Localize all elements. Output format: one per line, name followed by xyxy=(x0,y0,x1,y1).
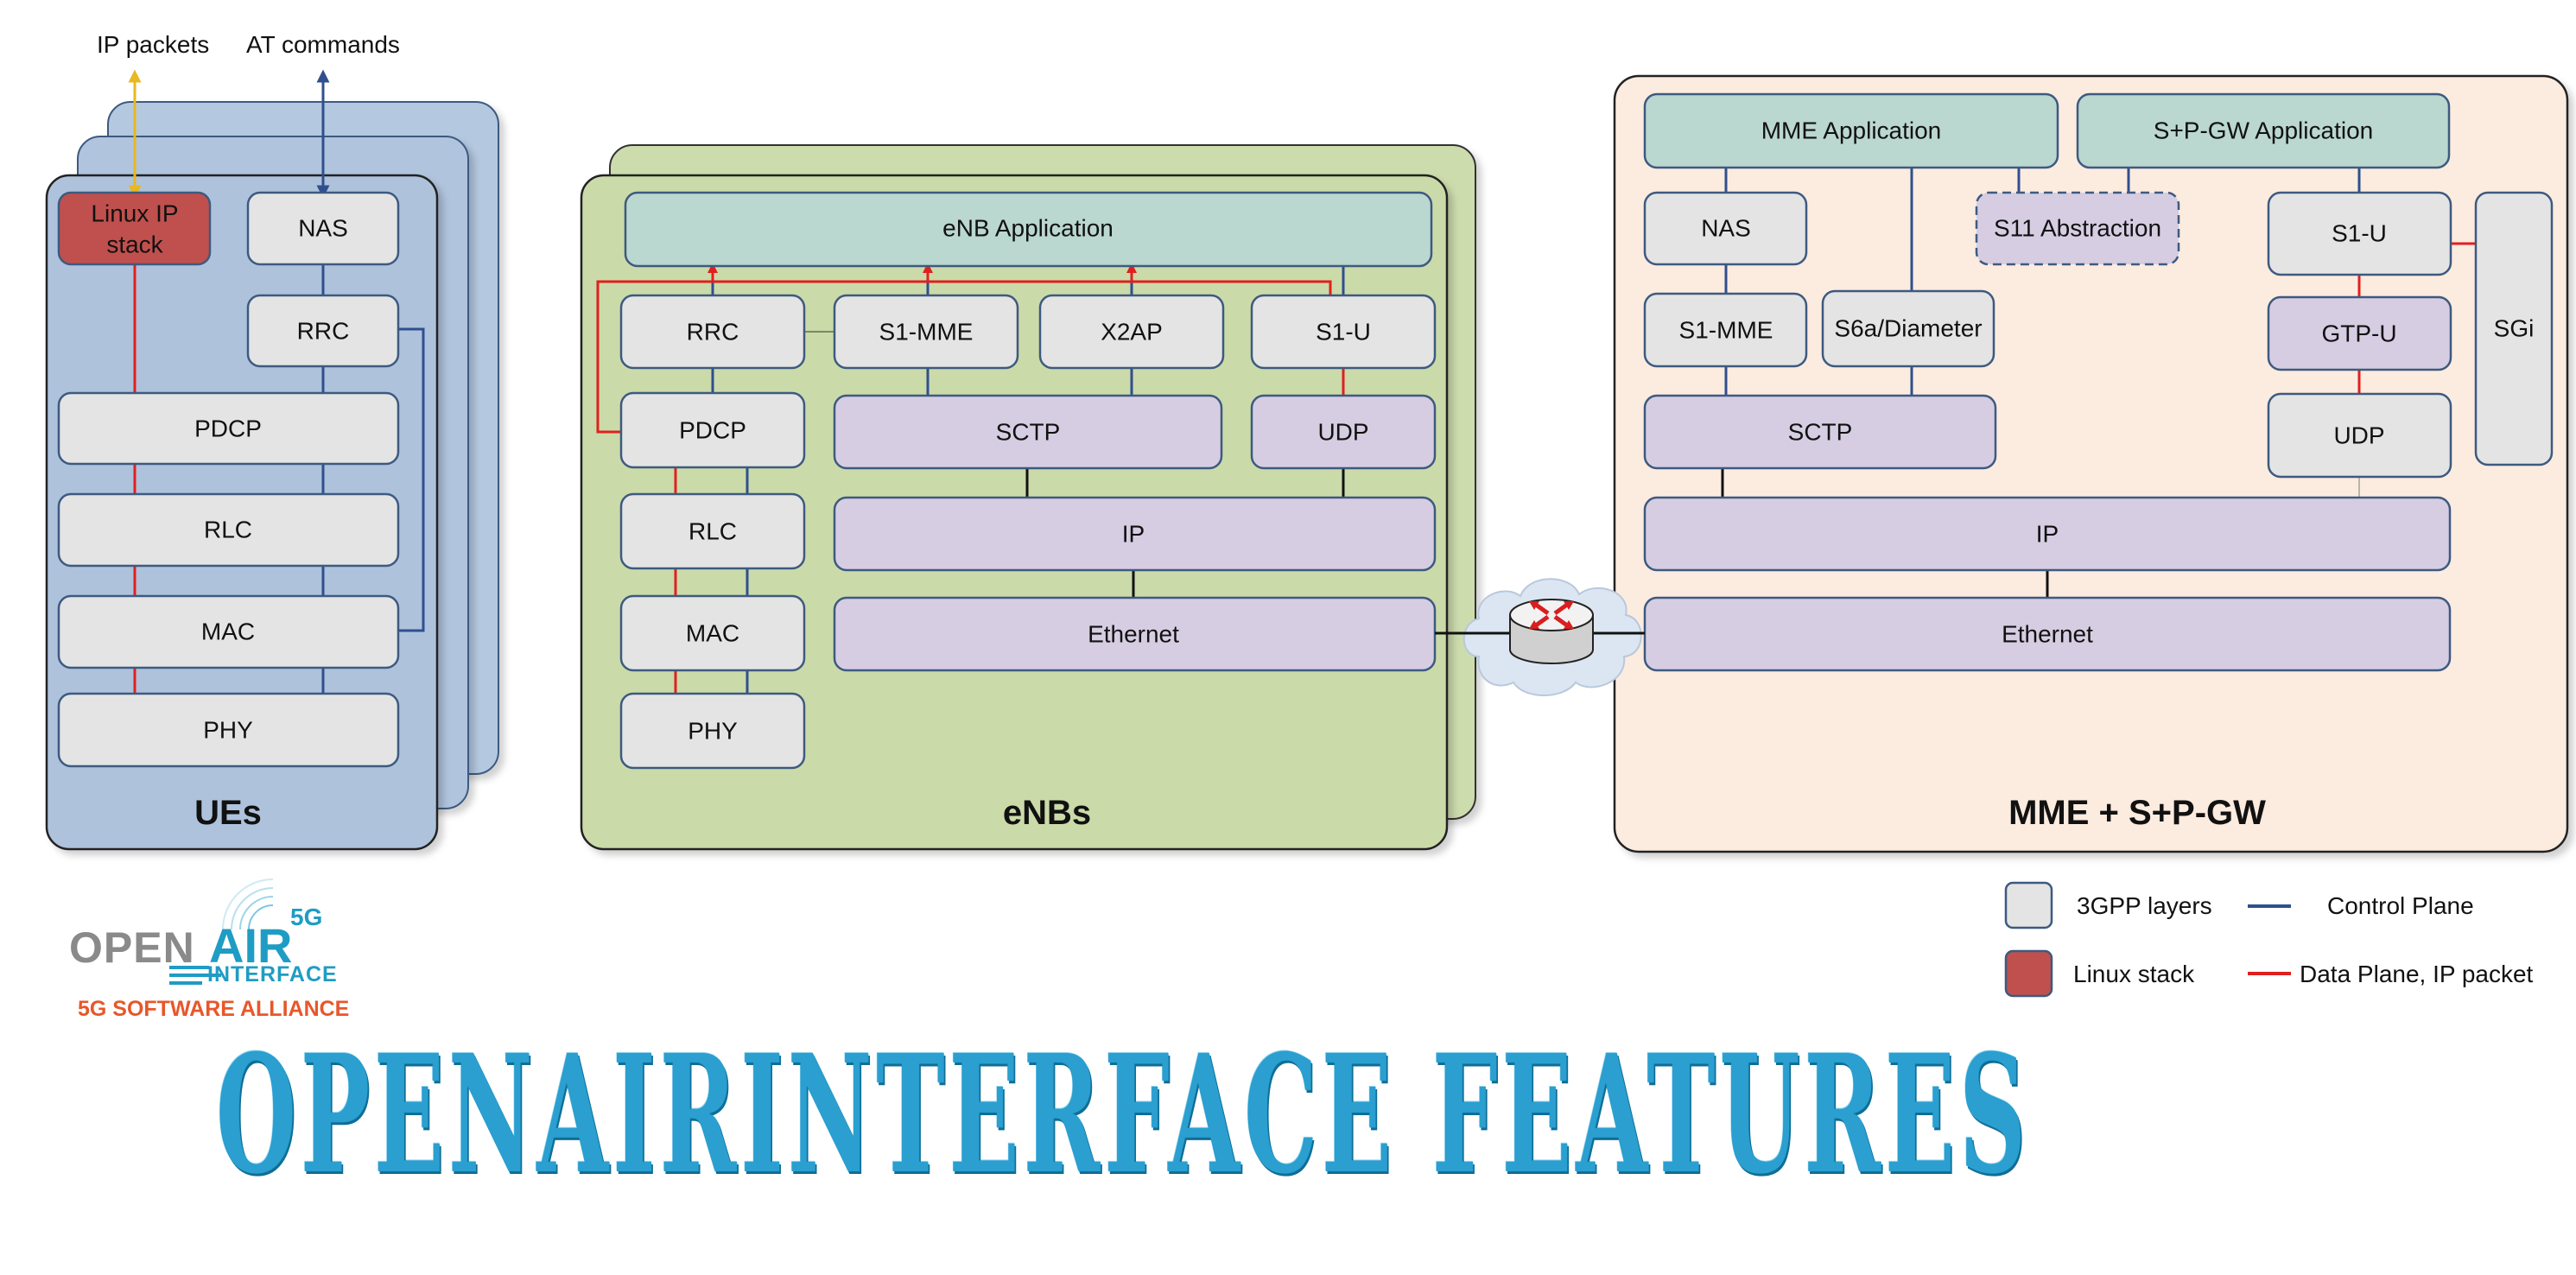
svg-text:Ethernet: Ethernet xyxy=(1088,621,1179,648)
svg-text:S1-U: S1-U xyxy=(2332,220,2387,247)
enb-s1u-layer: S1-U xyxy=(1250,294,1437,370)
svg-text:NAS: NAS xyxy=(1701,215,1751,242)
svg-text:MAC: MAC xyxy=(201,618,255,645)
svg-text:S1-MME: S1-MME xyxy=(1679,317,1773,344)
svg-text:PHY: PHY xyxy=(203,717,253,744)
svg-text:S+P-GW Application: S+P-GW Application xyxy=(2154,117,2373,144)
legend-linux-label: Linux stack xyxy=(2073,961,2195,987)
svg-text:RLC: RLC xyxy=(204,517,252,543)
legend-3gpp-label: 3GPP layers xyxy=(2077,892,2212,919)
svg-text:X2AP: X2AP xyxy=(1101,319,1163,346)
enb-mac-layer: MAC xyxy=(619,594,806,672)
enb-title: eNBs xyxy=(1003,794,1091,832)
svg-text:S1-U: S1-U xyxy=(1316,319,1371,346)
svg-text:RRC: RRC xyxy=(297,318,350,345)
enb-application: eNB Application xyxy=(624,191,1433,268)
svg-text:SGi: SGi xyxy=(2494,315,2535,342)
ue-rlc-layer: RLC xyxy=(57,492,400,568)
features-banner: OPENAIRINTERFACE FEATURES xyxy=(216,1019,2030,1210)
svg-text:RLC: RLC xyxy=(688,518,737,545)
ue-pdcp-layer: PDCP xyxy=(57,391,400,466)
ue-nas-layer: NAS xyxy=(246,191,400,266)
router-icon xyxy=(1509,599,1594,664)
ue-linux-ip-stack: Linux IP stack xyxy=(57,191,212,266)
at-commands-label: AT commands xyxy=(246,31,400,58)
core-title: MME + S+P-GW xyxy=(2008,794,2266,832)
svg-text:IP: IP xyxy=(1122,521,1145,548)
openairinterface-logo: OPEN AIR 5G INTERFACE 5G SOFTWARE ALLIAN… xyxy=(67,872,349,1028)
core-udp-layer: UDP xyxy=(2267,392,2452,479)
wave-icon xyxy=(222,879,274,930)
svg-text:PDCP: PDCP xyxy=(679,417,746,444)
core-ip-layer: IP xyxy=(1643,496,2452,572)
enb-udp-layer: UDP xyxy=(1250,394,1437,470)
ue-title: UEs xyxy=(194,794,262,832)
svg-text:IP: IP xyxy=(2036,521,2059,548)
core-sctp-layer: SCTP xyxy=(1643,394,1997,470)
ue-connections xyxy=(133,263,425,694)
enb-s1mme-layer: S1-MME xyxy=(833,294,1019,370)
svg-text:PHY: PHY xyxy=(688,718,738,745)
svg-text:SCTP: SCTP xyxy=(996,419,1061,446)
logo-5g-text: 5G xyxy=(290,904,323,930)
svg-text:S1-MME: S1-MME xyxy=(879,319,974,346)
svg-text:Ethernet: Ethernet xyxy=(2002,621,2093,648)
enb-rrc-layer: RRC xyxy=(619,294,806,370)
s6a-diameter-layer: S6a/Diameter xyxy=(1821,289,1995,368)
core-ethernet-layer: Ethernet xyxy=(1643,596,2452,672)
svg-text:MME Application: MME Application xyxy=(1761,117,1942,144)
legend-control-plane-label: Control Plane xyxy=(2327,892,2474,919)
ip-packets-label: IP packets xyxy=(97,31,209,58)
mme-application: MME Application xyxy=(1643,92,2059,169)
logo-alliance-text: 5G SOFTWARE ALLIANCE xyxy=(78,997,350,1021)
svg-text:MAC: MAC xyxy=(686,620,739,647)
svg-text:SCTP: SCTP xyxy=(1788,419,1853,446)
enb-x2ap-layer: X2AP xyxy=(1038,294,1225,370)
gtpu-layer: GTP-U xyxy=(2267,295,2452,371)
enb-ethernet-layer: Ethernet xyxy=(833,596,1437,672)
enb-rlc-layer: RLC xyxy=(619,492,806,570)
svg-text:UDP: UDP xyxy=(2333,422,2384,449)
logo-air-text: AIR xyxy=(209,918,293,973)
svg-text:S6a/Diameter: S6a/Diameter xyxy=(1834,315,1982,342)
svg-text:Linux IP: Linux IP xyxy=(91,200,178,227)
svg-text:PDCP: PDCP xyxy=(194,415,262,442)
svg-text:RRC: RRC xyxy=(687,319,739,346)
enb-sctp-layer: SCTP xyxy=(833,394,1223,470)
legend-3gpp-swatch xyxy=(2004,881,2053,929)
logo-open-text: OPEN xyxy=(69,923,195,972)
logo-interface-text: INTERFACE xyxy=(207,962,338,986)
enb-phy-layer: PHY xyxy=(619,692,806,770)
sgi-layer: SGi xyxy=(2474,191,2554,466)
legend-linux-swatch xyxy=(2004,949,2053,998)
logo-bars-icon xyxy=(169,966,221,992)
svg-text:GTP-U: GTP-U xyxy=(2321,320,2396,347)
core-nas-layer: NAS xyxy=(1643,191,1808,266)
core-connections xyxy=(1721,168,2476,598)
enb-connections xyxy=(596,263,1345,694)
svg-text:stack: stack xyxy=(106,232,163,258)
svg-text:S11 Abstraction: S11 Abstraction xyxy=(1994,215,2161,242)
enb-pdcp-layer: PDCP xyxy=(619,391,806,469)
svg-text:NAS: NAS xyxy=(298,215,348,242)
ue-mac-layer: MAC xyxy=(57,594,400,669)
enb-ip-layer: IP xyxy=(833,496,1437,572)
spgw-application: S+P-GW Application xyxy=(2076,92,2451,169)
core-s1u-layer: S1-U xyxy=(2267,191,2452,276)
svg-text:UDP: UDP xyxy=(1317,419,1368,446)
legend: 3GPP layers Control Plane Linux stack Da… xyxy=(2004,881,2534,998)
ue-phy-layer: PHY xyxy=(57,692,400,768)
legend-data-plane-label: Data Plane, IP packet xyxy=(2300,961,2534,987)
svg-text:eNB Application: eNB Application xyxy=(942,215,1114,242)
core-s1mme-layer: S1-MME xyxy=(1643,292,1808,368)
ue-rrc-layer: RRC xyxy=(246,294,400,368)
s11-abstraction: S11 Abstraction xyxy=(1975,191,2180,266)
